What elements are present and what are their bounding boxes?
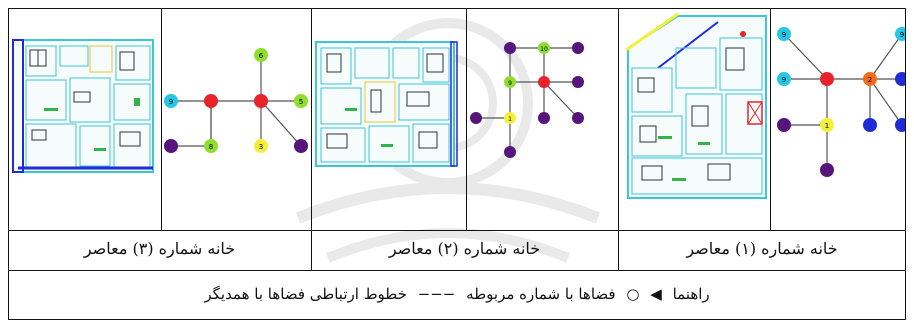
node-far-right — [294, 139, 308, 153]
node-label: 2 — [868, 76, 872, 84]
node-lower-left — [777, 118, 791, 132]
node-hub — [254, 94, 268, 108]
node-bottom — [504, 146, 516, 158]
node-label: 9 — [782, 76, 786, 84]
node-label: 8 — [209, 143, 213, 151]
node-left-top — [777, 27, 791, 41]
case3-caption: خانه شماره (۳) معاصر — [83, 239, 236, 258]
divider — [770, 8, 771, 230]
node-label: 6 — [259, 52, 264, 60]
legend-circle-text: فضاها با شماره مربوطه — [466, 285, 616, 303]
case2-plan — [311, 8, 466, 230]
node-bottom-mid — [204, 139, 218, 153]
node-lower-left — [470, 112, 482, 124]
node-bottom-right — [254, 139, 268, 153]
node-lower — [820, 118, 834, 132]
divider — [466, 8, 467, 230]
case2-caption: خانه شماره (۲) معاصر — [388, 239, 541, 258]
divider — [161, 8, 162, 230]
node-label: 5 — [299, 98, 303, 106]
border-right — [905, 8, 906, 320]
node-right — [294, 94, 308, 108]
node-bottom-left — [164, 139, 178, 153]
node-hub-2 — [863, 72, 877, 86]
node-top — [254, 48, 268, 62]
node-label: 3 — [259, 143, 263, 151]
node-left — [164, 94, 178, 108]
divider — [311, 8, 312, 270]
case1-graph: 9 9 2 9 1 — [770, 8, 906, 230]
node-label: 10 — [540, 46, 548, 53]
legend-dash-text: خطوط ارتباطی فضاها با همدیگر — [204, 285, 407, 303]
case3-graph: 6 9 5 8 3 — [161, 8, 311, 230]
divider — [618, 8, 619, 270]
node-top — [538, 42, 550, 54]
node-lower — [504, 112, 516, 124]
circle-icon: ○ — [626, 285, 640, 303]
node-right-top — [895, 27, 906, 41]
node-lower-right — [895, 118, 906, 132]
row-divider — [8, 230, 906, 231]
row-divider — [8, 270, 906, 271]
node-bottom — [820, 163, 834, 177]
case3-plan — [8, 8, 161, 230]
node-label: 9 — [508, 80, 512, 87]
node-right — [572, 76, 584, 88]
node-label: 1 — [508, 116, 512, 123]
node-label: 9 — [782, 31, 786, 39]
case2-graph: 10 9 1 — [466, 8, 618, 230]
case1-caption: خانه شماره (۱) معاصر — [686, 239, 838, 258]
figure-frame: 6 9 5 8 3 — [8, 8, 906, 320]
node-hub — [820, 72, 834, 86]
node-top-right — [572, 42, 584, 54]
node-label: 9 — [169, 98, 173, 106]
node-label: 9 — [900, 31, 904, 39]
case1-plan — [618, 8, 770, 230]
node-top-left — [504, 42, 516, 54]
node-lower-right — [572, 112, 584, 124]
node-hub — [204, 94, 218, 108]
node-lower-mid — [538, 112, 550, 124]
node-lower-mid — [863, 118, 877, 132]
node-left-mid — [777, 72, 791, 86]
border-top — [8, 8, 906, 9]
dashed-line-icon: −−− — [417, 285, 456, 303]
node-right — [895, 72, 906, 86]
border-left — [8, 8, 9, 320]
node-label: 1 — [825, 122, 829, 130]
legend: راهنما ◀ ○ فضاها با شماره مربوطه −−− خطو… — [8, 270, 906, 318]
arrow-icon: ◀ — [650, 285, 662, 303]
node-mid — [504, 76, 516, 88]
legend-prefix: راهنما — [672, 285, 710, 303]
node-hub — [538, 76, 550, 88]
